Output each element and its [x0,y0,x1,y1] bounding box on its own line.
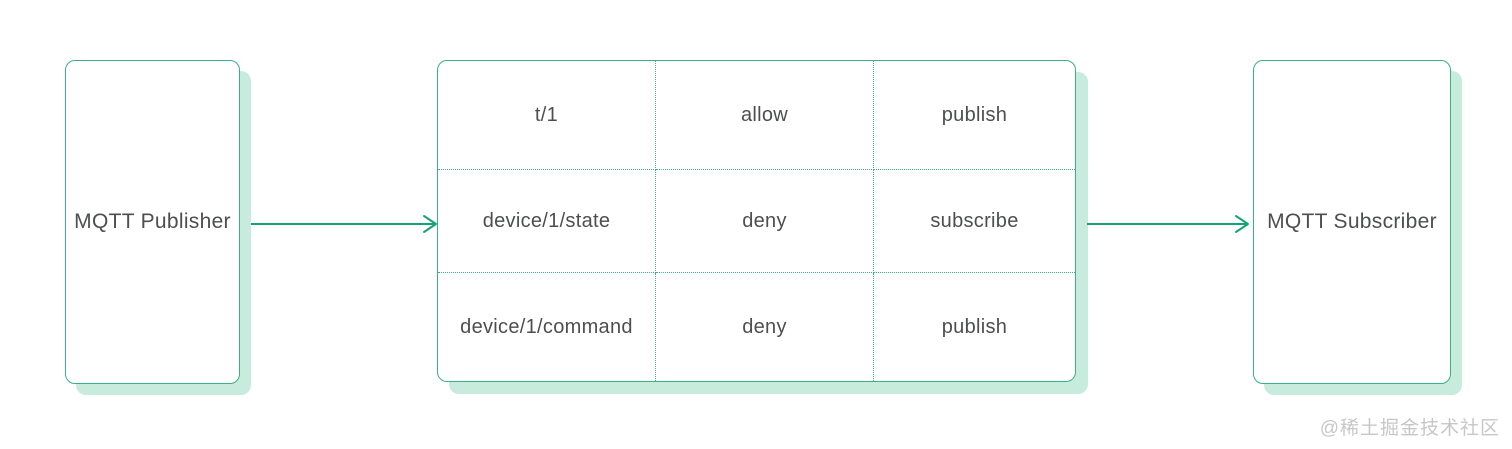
arrow-acl-to-subscriber [1087,215,1249,233]
arrowhead-right-icon [423,215,437,233]
acl-cell-topic: device/1/command [438,273,656,381]
acl-cell-action: publish [941,315,1008,338]
watermark-text: @稀土掘金技术社区 [1319,418,1500,439]
acl-cell-topic: t/1 [438,61,656,170]
acl-cell-permission: allow [656,61,874,170]
acl-cell-action: publish [874,61,1075,170]
acl-cell-permission: deny [656,273,874,381]
acl-cell-topic: device/1/state [438,170,656,273]
acl-rules-table: t/1 allow publish device/1/state deny su… [437,60,1076,382]
publisher-node: MQTT Publisher [65,60,240,384]
subscriber-node: MQTT Subscriber [1253,60,1451,384]
arrowhead-right-icon [1235,215,1249,233]
acl-cell-action: subscribe [874,170,1075,273]
arrow-publisher-to-acl [251,215,437,233]
acl-cell-permission: deny [656,170,874,273]
subscriber-label: MQTT Subscriber [1267,210,1437,233]
publisher-label: MQTT Publisher [74,210,231,233]
